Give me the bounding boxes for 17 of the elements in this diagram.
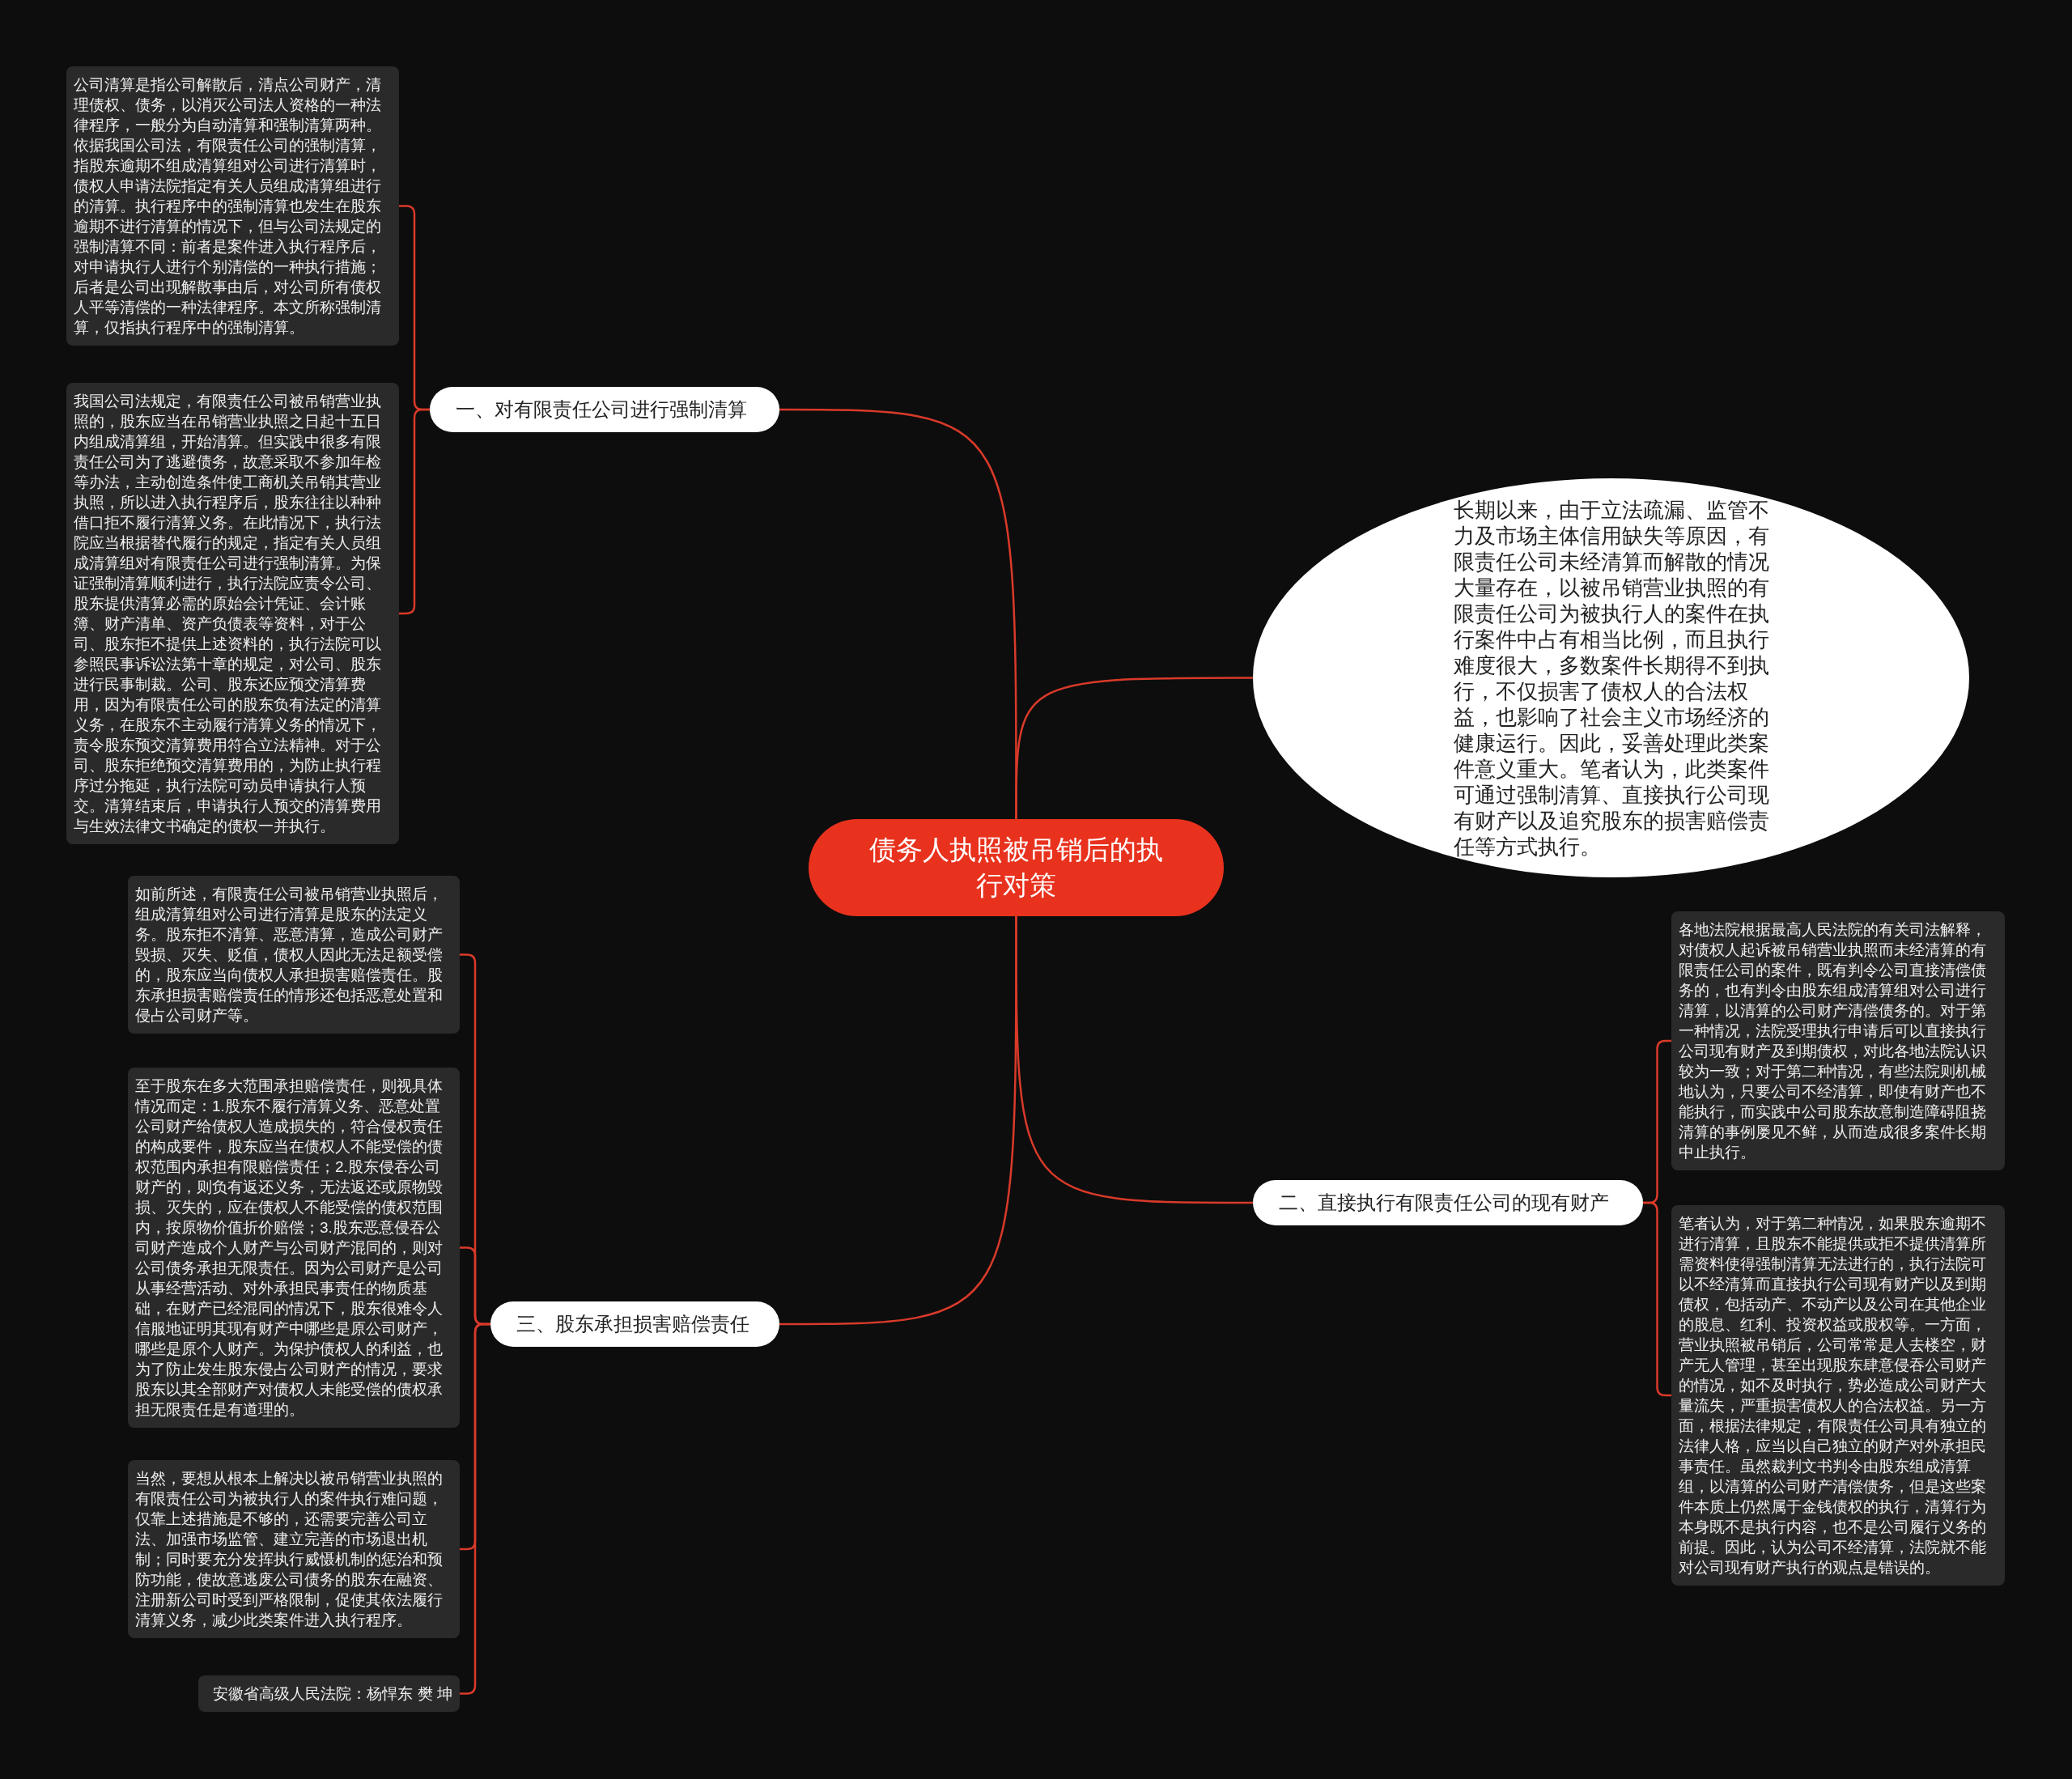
connector-line <box>1015 677 1253 819</box>
central-topic: 债务人执照被吊销后的执行对策 <box>809 819 1224 916</box>
oval-text-bubble: 长期以来，由于立法疏漏、监管不力及市场主体信用缺失等原因，有限责任公司未经清算而解散的情况大量存在，以被吊销营业执照的有限责任公司为被执行人的案件在执行案件中占有相当比例，而且执行难度很大，多数案件长期得不到执行，不仅损害了债权人的合法权益，也影响了社会主义市场经济的健康运行。因此，妥善处理此类案件意义重大。笔者认为，此类案件可通过强制清算、直接执行公司现有财产以及追究股东的损害赔偿责任等方式执行。 <box>1253 478 1969 877</box>
connector-line <box>399 408 430 615</box>
text-card: 如前所述，有限责任公司被吊销营业执照后，组成清算组对公司进行清算是股东的法定义务。股东拒不清算、恶意清算，造成公司财产毁损、灭失、贬值，债权人因此无法足额受偿的，股东应当向债权人承担损害赔偿责任。股东承担损害赔偿责任的情形还包括恶意处置和侵占公司财产等。 <box>128 876 460 1034</box>
text-card: 笔者认为，对于第二种情况，如果股东逾期不进行清算，且股东不能提供或拒不提供清算所需资料使得强制清算无法进行的，执行法院可以不经清算而直接执行公司现有财产以及到期债权，包括动产、不动产以及公司在其他企业的股息、红利、投资权益或股权等。一方面，营业执照被吊销后，公司常常是人去楼空，财产无人管理，甚至出现股东肆意侵吞公司财产的情况，如不及时执行，势必造成公司财产大量流失，严重损害债权人的合法权益。另一方面，根据法律规定，有限责任公司具有独立的法律人格，应当以自己独立的财产对外承担民事责任。虽然裁判文书判令由股东组成清算组，以清算的公司财产清偿债务，但是这些案件本质上仍然属于金钱债权的执行，清算行为本身既不是执行内容，也不是公司履行义务的前提。因此，认为公司不经清算，法院就不能对公司现有财产执行的观点是错误的。 <box>1671 1205 2005 1586</box>
topic-pill: 二、直接执行有限责任公司的现有财产 <box>1253 1180 1643 1225</box>
text-card: 我国公司法规定，有限责任公司被吊销营业执照的，股东应当在吊销营业执照之日起十五日内组成清算组，开始清算。但实践中很多有限责任公司为了逃避债务，故意采取不参加年检等办法，主动创造条件使工商机关吊销其营业执照，所以进入执行程序后，股东往往以种种借口拒不履行清算义务。在此情况下，执行法院应当根据替代履行的规定，指定有关人员组成清算组对有限责任公司进行强制清算。为保证强制清算顺利进行，执行法院应责令公司、股东提供清算必需的原始会计凭证、会计账簿、财产清单、资产负债表等资料，对于公司、股东拒不提供上述资料的，执行法院可以参照民事诉讼法第十章的规定，对公司、股东进行民事制裁。公司、股东还应预交清算费用，因为有限责任公司的股东负有法定的清算义务，在股东不主动履行清算义务的情况下，责令股东预交清算费用符合立法精神。对于公司、股东拒绝预交清算费用的，为防止执行程序过分拖延，执行法院可动员申请执行人预交。清算结束后，申请执行人预交的清算费用与生效法律文书确定的债权一并执行。 <box>66 383 399 844</box>
text-card: 公司清算是指公司解散后，清点公司财产，清理债权、债务，以消灭公司法人资格的一种法律程序，一般分为自动清算和强制清算两种。依据我国公司法，有限责任公司的强制清算，指股东逾期不组成清算组对公司进行清算时，债权人申请法院指定有关人员组成清算组进行的清算。执行程序中的强制清算也发生在股东逾期不进行清算的情况下，但与公司法规定的强制清算不同：前者是案件进入执行程序后，对申请执行人进行个别清偿的一种执行措施；后者是公司出现解散事由后，对公司所有债权人平等清偿的一种法律程序。本文所称强制清算，仅指执行程序中的强制清算。 <box>66 66 399 346</box>
text-card: 当然，要想从根本上解决以被吊销营业执照的有限责任公司为被执行人的案件执行难问题，仅靠上述措施是不够的，还需要完善公司立法、加强市场监管、建立完善的市场退出机制；同时要充分发挥执行威慑机制的惩治和预防功能，使故意逃废公司债务的股东在融资、注册新公司时受到严格限制，促使其依法履行清算义务，减少此类案件进入执行程序。 <box>128 1460 460 1638</box>
topic-pill: 一、对有限责任公司进行强制清算 <box>430 387 779 432</box>
topic-pill: 三、股东承担损害赔偿责任 <box>490 1301 779 1347</box>
connector-line <box>460 1323 490 1695</box>
text-card: 安徽省高级人民法院：杨悍东 樊 坤 <box>198 1675 460 1712</box>
text-card: 各地法院根据最高人民法院的有关司法解释，对债权人起诉被吊销营业执照而未经清算的有限责任公司的案件，既有判令公司直接清偿债务的，也有判令由股东组成清算组对公司进行清算，以清算的公司财产清偿债务的。对于第一种情况，法院受理执行申请后可以直接执行公司现有财产及到期债权，对此各地法院认识较为一致；对于第二种情况，有些法院则机械地认为，只要公司不经清算，即使有财产也不能执行，而实践中公司股东故意制造障碍阻挠清算的事例屡见不鲜，从而造成很多案件长期中止执行。 <box>1671 911 2005 1170</box>
connector-line <box>779 916 1017 1326</box>
text-card: 至于股东在多大范围承担赔偿责任，则视具体情况而定：1.股东不履行清算义务、恶意处置公司财产给债权人造成损失的，符合侵权责任的构成要件，股东应当在债权人不能受偿的债权范围内承担有限赔偿责任；2.股东侵吞公司财产的，则负有返还义务，无法返还或原物毁损、灭失的，应在债权人不能受偿的债权范围内，按原物价值折价赔偿；3.股东恶意侵吞公司财产造成个人财产与公司财产混同的，则对公司债务承担无限责任。因为公司财产是公司从事经营活动、对外承担民事责任的物质基础，在财产已经混同的情况下，股东很难令人信服地证明其现有财产中哪些是原公司财产，哪些是原个人财产。为保护债权人的利益，也为了防止发生股东侵占公司财产的情况，要求股东以其全部财产对债权人未能受偿的债权承担无限责任是有道理的。 <box>128 1068 460 1428</box>
